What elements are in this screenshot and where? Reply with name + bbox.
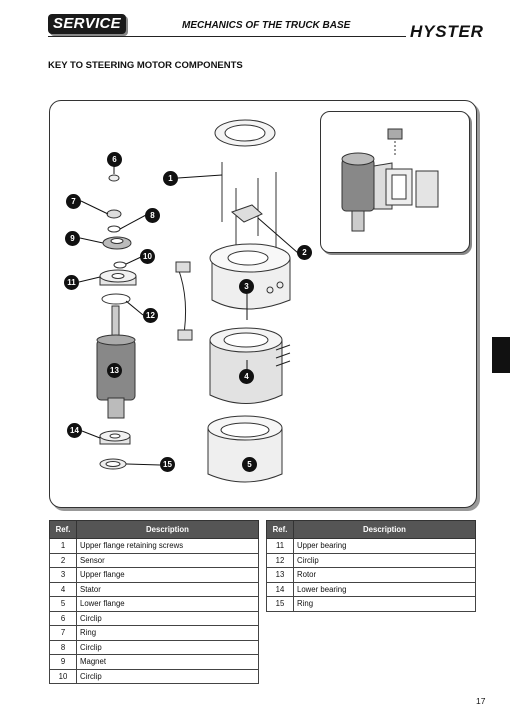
callout-1: 1 bbox=[163, 171, 178, 186]
description-cell: Magnet bbox=[76, 654, 259, 670]
callout-14: 14 bbox=[67, 423, 82, 438]
service-badge: SERVICE bbox=[48, 14, 126, 34]
brand-logo: HYSTER bbox=[410, 22, 484, 41]
rotor-shaft-lower bbox=[107, 397, 125, 419]
table-header-ref: Ref. bbox=[266, 520, 294, 539]
callout-11: 11 bbox=[64, 275, 79, 290]
callout-8: 8 bbox=[145, 208, 160, 223]
section-title: KEY TO STEERING MOTOR COMPONENTS bbox=[48, 60, 243, 71]
description-cell: Rotor bbox=[293, 567, 476, 583]
ref-cell: 8 bbox=[49, 639, 77, 655]
callout-5: 5 bbox=[242, 457, 257, 472]
callout-10: 10 bbox=[140, 249, 155, 264]
description-cell: Lower flange bbox=[76, 596, 259, 612]
cable-harness bbox=[177, 267, 187, 341]
ref-cell: 1 bbox=[49, 538, 77, 554]
description-cell: Circlip bbox=[76, 610, 259, 626]
description-cell: Upper bearing bbox=[293, 538, 476, 554]
ref-cell: 11 bbox=[266, 538, 294, 554]
callout-12: 12 bbox=[143, 308, 158, 323]
ref-cell: 2 bbox=[49, 552, 77, 568]
description-cell: Stator bbox=[76, 581, 259, 597]
header-title: MECHANICS OF THE TRUCK BASE bbox=[182, 20, 351, 31]
ref-cell: 15 bbox=[266, 596, 294, 612]
inset-motor-illustration bbox=[341, 128, 439, 232]
description-cell: Circlip bbox=[76, 668, 259, 684]
callout-13: 13 bbox=[107, 363, 122, 378]
callout-6: 6 bbox=[107, 152, 122, 167]
ref-cell: 13 bbox=[266, 567, 294, 583]
ref-cell: 3 bbox=[49, 567, 77, 583]
header-rule bbox=[48, 36, 406, 37]
ref-cell: 9 bbox=[49, 654, 77, 670]
table-header-description: Description bbox=[76, 520, 259, 539]
ref-cell: 12 bbox=[266, 552, 294, 568]
callout-15: 15 bbox=[160, 457, 175, 472]
description-cell: Circlip bbox=[293, 552, 476, 568]
description-cell: Lower bearing bbox=[293, 581, 476, 597]
ref-cell: 4 bbox=[49, 581, 77, 597]
ref-cell: 6 bbox=[49, 610, 77, 626]
description-cell: Ring bbox=[76, 625, 259, 641]
circlip-8-part bbox=[107, 225, 121, 233]
ref-cell: 10 bbox=[49, 668, 77, 684]
description-cell: Circlip bbox=[76, 639, 259, 655]
callout-3: 3 bbox=[239, 279, 254, 294]
ring-7-part bbox=[106, 209, 122, 219]
description-cell: Ring bbox=[293, 596, 476, 612]
circlip-12-part bbox=[101, 293, 131, 305]
table-header-description: Description bbox=[293, 520, 476, 539]
callout-4: 4 bbox=[239, 369, 254, 384]
ref-cell: 5 bbox=[49, 596, 77, 612]
circlip-6-part bbox=[108, 174, 120, 182]
sensor-2-part bbox=[231, 204, 263, 223]
ref-cell: 14 bbox=[266, 581, 294, 597]
callout-7: 7 bbox=[66, 194, 81, 209]
ref-cell: 7 bbox=[49, 625, 77, 641]
description-cell: Upper flange retaining screws bbox=[76, 538, 259, 554]
description-cell: Upper flange bbox=[76, 567, 259, 583]
chapter-tab-marker bbox=[492, 337, 510, 373]
table-header-ref: Ref. bbox=[49, 520, 77, 539]
page-number: 17 bbox=[476, 696, 486, 706]
callout-9: 9 bbox=[65, 231, 80, 246]
circlip-10-part bbox=[113, 261, 127, 269]
callout-2: 2 bbox=[297, 245, 312, 260]
description-cell: Sensor bbox=[76, 552, 259, 568]
lower-flange-5-part bbox=[207, 427, 283, 483]
